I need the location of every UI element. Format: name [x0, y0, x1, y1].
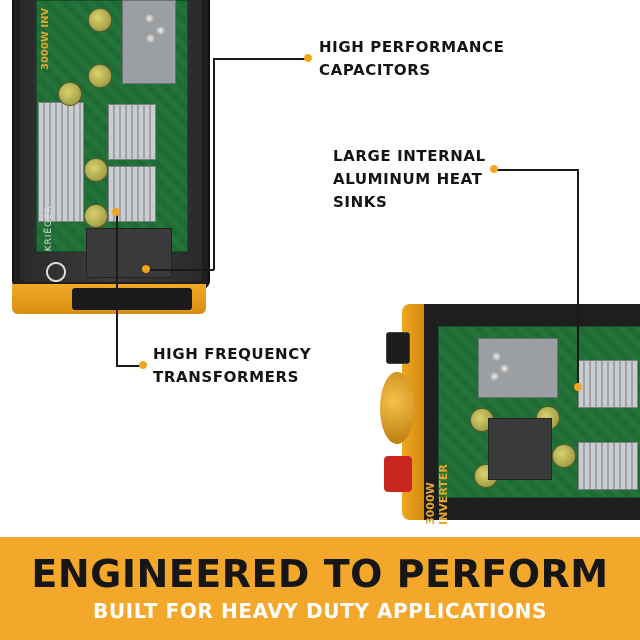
transformer-block — [488, 418, 552, 480]
brand-logo-icon — [46, 262, 66, 282]
capacitors-leader-line — [213, 58, 308, 60]
heat-sink-large — [38, 102, 84, 222]
capacitors-marker-dot — [304, 54, 312, 62]
screw-icon — [146, 34, 155, 43]
relay-block — [478, 338, 558, 398]
transformers-callout: HIGH FREQUENCY TRANSFORMERS — [153, 343, 311, 389]
capacitor — [552, 444, 576, 468]
heat-sinks-leader-line — [494, 169, 578, 171]
negative-terminal — [386, 332, 410, 364]
heat-sinks-leader-line — [577, 169, 579, 387]
brand-label: KRIËGER — [44, 205, 54, 252]
inverter-top-image: 3000W INV KRIËGER — [0, 0, 215, 318]
capacitors-leader-line — [213, 58, 215, 270]
transformers-marker-dot — [139, 361, 147, 369]
headline-banner: ENGINEERED TO PERFORM BUILT FOR HEAVY DU… — [0, 537, 640, 640]
heat-sinks-target-dot — [574, 383, 582, 391]
transformers-callout-line-1: HIGH FREQUENCY — [153, 345, 312, 363]
inverter-top-side-label: 3000W INV — [40, 7, 51, 70]
heat-sinks-callout-line-3: SINKS — [333, 193, 388, 211]
heat-sink — [578, 360, 638, 408]
heat-sinks-marker-dot — [490, 165, 498, 173]
heat-sink — [578, 442, 638, 490]
banner-subheadline: BUILT FOR HEAVY DUTY APPLICATIONS — [93, 599, 547, 623]
inverter-top-endcap — [12, 284, 206, 314]
transformers-leader-line — [116, 212, 118, 366]
capacitor — [88, 64, 112, 88]
screw-icon — [156, 26, 165, 35]
capacitors-callout-line-2: CAPACITORS — [319, 61, 431, 79]
inverter-bottom-side-label: 3000W INVERTER — [424, 464, 450, 525]
terminal-knob — [380, 372, 414, 444]
capacitor — [88, 8, 112, 32]
screw-icon — [145, 14, 154, 23]
transformers-leader-line — [116, 365, 141, 367]
transformer-block — [86, 228, 172, 278]
heat-sink — [108, 104, 156, 160]
capacitors-callout-line-1: HIGH PERFORMANCE — [319, 38, 505, 56]
screw-icon — [500, 364, 509, 373]
screw-icon — [490, 372, 499, 381]
screw-icon — [492, 352, 501, 361]
capacitor — [58, 82, 82, 106]
transformers-callout-line-2: TRANSFORMERS — [153, 368, 300, 386]
banner-headline: ENGINEERED TO PERFORM — [31, 552, 609, 596]
capacitors-target-dot — [142, 265, 150, 273]
vent-slot — [72, 288, 192, 310]
inverter-bottom-image: 3000W INVERTER — [380, 300, 640, 525]
transformers-target-dot — [112, 208, 120, 216]
capacitors-leader-line — [146, 269, 214, 271]
capacitors-callout: HIGH PERFORMANCE CAPACITORS — [319, 36, 505, 82]
capacitor — [84, 204, 108, 228]
capacitor — [84, 158, 108, 182]
heat-sinks-callout-line-2: ALUMINUM HEAT — [333, 170, 483, 188]
heat-sinks-callout: LARGE INTERNAL ALUMINUM HEAT SINKS — [333, 145, 486, 214]
positive-terminal — [384, 456, 412, 492]
heat-sinks-callout-line-1: LARGE INTERNAL — [333, 147, 486, 165]
